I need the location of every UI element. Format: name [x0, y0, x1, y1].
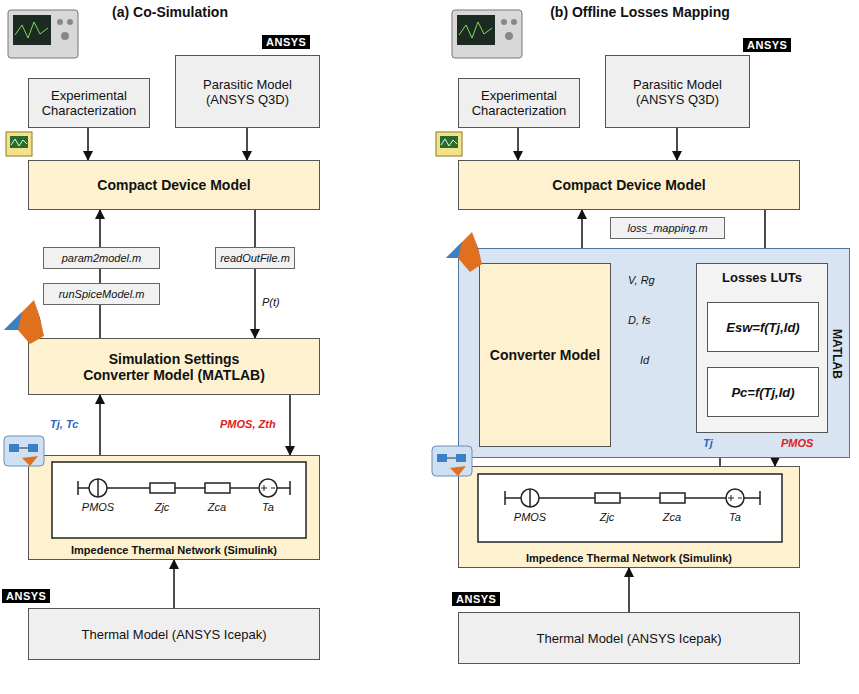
signal-label: PMOS — [781, 437, 813, 449]
input-box: Parasitic Model (ANSYS Q3D) — [175, 55, 320, 128]
signal-label: Id — [640, 354, 649, 366]
input-box: Experimental Characterization — [28, 78, 150, 128]
script-box: runSpiceModel.m — [43, 283, 160, 305]
connector-arrow — [254, 210, 256, 247]
container-box: Impedence Thermal Network (Simulink) — [458, 466, 800, 568]
input-box: Thermal Model (ANSYS Icepak) — [458, 612, 800, 664]
connector-arrow — [87, 128, 89, 160]
input-box: Experimental Characterization — [458, 78, 580, 128]
connector-arrow — [581, 210, 583, 248]
node-text: Compact Device Model — [97, 177, 250, 193]
node-text: loss_mapping.m — [627, 222, 707, 234]
connector-arrow — [99, 395, 101, 455]
circuit-label: Zca — [663, 511, 681, 523]
panel-title: (a) Co-Simulation — [112, 4, 228, 20]
vendor-logo: ANSYS — [262, 35, 310, 49]
oscilloscope-icon — [8, 10, 78, 58]
connector-arrow — [254, 269, 256, 338]
connector-arrow — [628, 568, 630, 612]
node-text: Losses LUTs — [722, 270, 802, 285]
input-box: Thermal Model (ANSYS Icepak) — [28, 608, 320, 660]
script-box: readOutFile.m — [215, 247, 295, 269]
connector-arrow — [676, 128, 678, 160]
connector-arrow — [99, 305, 101, 338]
circuit-label: Ta — [729, 511, 741, 523]
node-text: Experimental Characterization — [42, 88, 137, 118]
table-entry: Pc=f(Tj,Id) — [707, 367, 819, 417]
connector-arrow — [517, 128, 519, 160]
node-text: Pc=f(Tj,Id) — [731, 385, 794, 400]
connector-arrow — [246, 128, 248, 160]
table-entry: Esw=f(Tj,Id) — [707, 302, 819, 352]
model-box: Converter Model — [479, 263, 611, 447]
connector-arrow — [289, 395, 291, 455]
model-icon — [6, 132, 32, 156]
signal-label: V, Rg — [628, 274, 655, 286]
input-box: Parasitic Model (ANSYS Q3D) — [605, 55, 750, 128]
model-box: Compact Device Model — [458, 160, 800, 210]
node-text: Esw=f(Tj,Id) — [726, 320, 799, 335]
node-text: runSpiceModel.m — [59, 288, 145, 300]
node-text: Thermal Model (ANSYS Icepak) — [537, 631, 722, 646]
panel-title: (b) Offline Losses Mapping — [550, 4, 730, 20]
vendor-logo: ANSYS — [452, 592, 500, 606]
node-text: Simulation Settings Converter Model (MAT… — [74, 351, 274, 383]
table-box: Losses LUTsEsw=f(Tj,Id) Pc=f(Tj,Id) — [696, 263, 828, 433]
circuit-label: Ta — [262, 501, 274, 513]
node-text: Impedence Thermal Network (Simulink) — [526, 552, 732, 564]
node-text: Parasitic Model (ANSYS Q3D) — [620, 77, 735, 107]
circuit-label: Zca — [208, 501, 226, 513]
signal-label: PMOS, Zth — [220, 418, 276, 430]
script-box: param2model.m — [43, 247, 160, 269]
model-icon — [436, 132, 462, 156]
connector-arrow — [99, 269, 101, 283]
circuit-label: PMOS — [82, 501, 114, 513]
circuit-label: PMOS — [514, 511, 546, 523]
model-box: Compact Device Model — [28, 160, 320, 210]
node-text: MATLAB — [830, 329, 844, 379]
vendor-logo: ANSYS — [743, 38, 791, 52]
signal-label: Tj — [703, 437, 713, 449]
circuit-label: Zjc — [155, 501, 170, 513]
signal-label: Tj, Tc — [50, 418, 78, 430]
node-text: Impedence Thermal Network (Simulink) — [71, 544, 277, 556]
node-text: Experimental Characterization — [472, 88, 567, 118]
node-text: Thermal Model (ANSYS Icepak) — [82, 627, 267, 642]
node-text: Converter Model — [490, 347, 600, 363]
script-box: loss_mapping.m — [610, 217, 725, 239]
connector-arrow — [99, 210, 101, 247]
node-text: Parasitic Model (ANSYS Q3D) — [190, 77, 305, 107]
signal-label: P(t) — [262, 296, 280, 308]
model-box: Simulation Settings Converter Model (MAT… — [28, 338, 320, 395]
node-text: param2model.m — [62, 252, 141, 264]
oscilloscope-icon — [452, 10, 522, 58]
container-box: Impedence Thermal Network (Simulink) — [28, 455, 320, 560]
circuit-label: Zjc — [600, 511, 615, 523]
signal-label: D, fs — [628, 314, 651, 326]
vendor-logo: ANSYS — [2, 589, 50, 603]
node-text: readOutFile.m — [220, 252, 290, 264]
connector-arrow — [173, 560, 175, 608]
node-text: Compact Device Model — [552, 177, 705, 193]
